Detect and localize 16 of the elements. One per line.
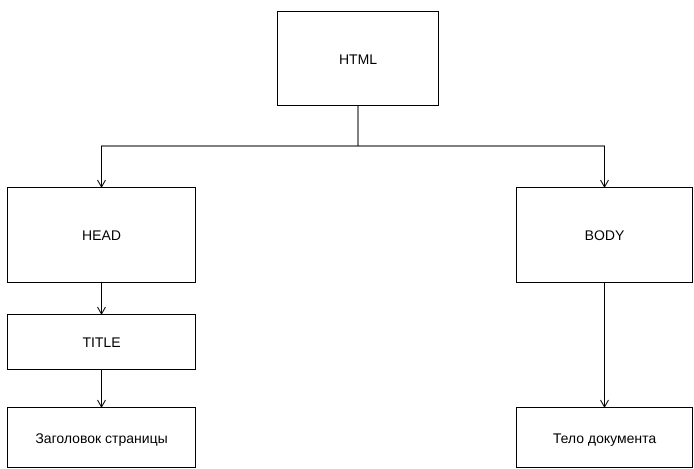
- arrow: [97, 282, 106, 314]
- arrow: [97, 370, 106, 408]
- element-label: Заголовок страницы: [35, 430, 168, 446]
- element-box: [516, 187, 693, 283]
- element-box: [516, 407, 693, 468]
- element-label: TITLE: [82, 334, 121, 350]
- element-label: HEAD: [82, 227, 121, 243]
- element-label: Тело документа: [552, 430, 656, 446]
- arrow: [358, 106, 609, 188]
- element-box: [277, 11, 439, 106]
- element-label: BODY: [584, 227, 624, 243]
- arrow: [600, 282, 609, 408]
- element-label: HTML: [338, 50, 378, 66]
- element-box: [7, 407, 196, 468]
- element-box: [7, 314, 196, 370]
- element-box: [7, 187, 196, 283]
